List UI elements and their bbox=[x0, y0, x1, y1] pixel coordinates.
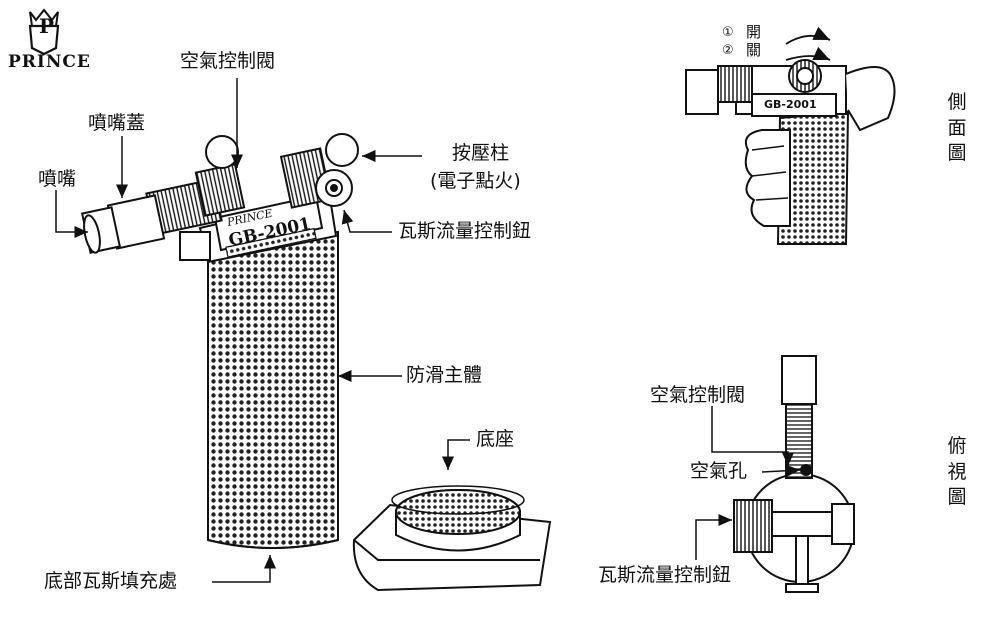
air-valve-label: 空氣控制閥 bbox=[180, 50, 276, 72]
top-title-char-3: 圖 bbox=[947, 486, 967, 509]
side-view-title: 側 面 圖 bbox=[946, 90, 968, 167]
refill-label: 底部瓦斯填充處 bbox=[44, 570, 178, 592]
air-hole-label: 空氣孔 bbox=[690, 460, 748, 482]
open-label: 開 bbox=[746, 23, 762, 41]
logo-letter: P bbox=[39, 14, 55, 38]
top-view-title: 俯 視 圖 bbox=[946, 434, 968, 511]
top-title-char-2: 視 bbox=[947, 460, 967, 483]
rotation-arrows-icon bbox=[785, 26, 831, 61]
side-title-char-1: 側 bbox=[947, 91, 967, 113]
gas-knob-label: 瓦斯流量控制鈕 bbox=[398, 220, 532, 242]
top-title-char-1: 俯 bbox=[947, 435, 967, 457]
side-view-illustration bbox=[685, 59, 896, 245]
nozzle-label: 噴嘴 bbox=[38, 168, 77, 190]
ignition-label: (電子點火) bbox=[430, 170, 521, 192]
press-post-label: 按壓柱 bbox=[452, 142, 510, 164]
side-title-char-2: 面 bbox=[947, 116, 967, 139]
top-gas-knob-label: 瓦斯流量控制鈕 bbox=[598, 564, 732, 586]
grip-body bbox=[207, 230, 339, 549]
close-label: 關 bbox=[746, 41, 762, 59]
main-leader-lines bbox=[55, 78, 470, 583]
brand-name: PRINCE bbox=[8, 52, 91, 72]
side-model-text: GB-2001 bbox=[764, 98, 817, 111]
top-leader-lines bbox=[695, 406, 801, 560]
base-stand bbox=[352, 485, 552, 592]
top-gas-knob bbox=[733, 499, 773, 553]
nozzle-cap-label: 噴嘴蓋 bbox=[88, 112, 146, 134]
top-air-valve-label: 空氣控制閥 bbox=[650, 384, 746, 406]
top-view-illustration bbox=[733, 355, 855, 593]
grip-body-label: 防滑主體 bbox=[406, 364, 483, 386]
prince-logo-icon bbox=[28, 8, 60, 56]
model-plate bbox=[213, 194, 324, 252]
close-number: ② bbox=[722, 43, 734, 58]
base-label: 底座 bbox=[476, 428, 515, 450]
side-title-char-3: 圖 bbox=[947, 142, 967, 165]
open-number: ① bbox=[722, 25, 734, 40]
